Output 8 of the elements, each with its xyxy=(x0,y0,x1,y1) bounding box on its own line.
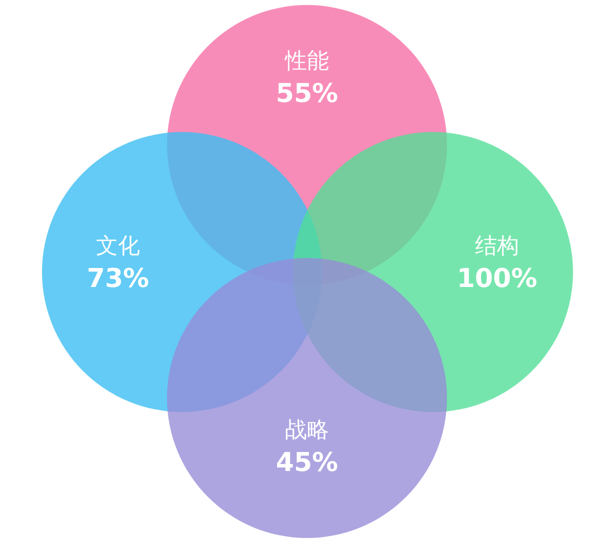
percentage-value: 55% xyxy=(276,78,338,111)
percentage-value: 45% xyxy=(276,447,338,480)
percentage-value: 100% xyxy=(456,263,538,296)
category-label: 文化 xyxy=(96,233,140,261)
percentage-value: 73% xyxy=(86,263,150,296)
category-label: 性能 xyxy=(285,48,329,76)
category-label: 战略 xyxy=(285,417,329,445)
category-label: 结构 xyxy=(475,233,519,261)
